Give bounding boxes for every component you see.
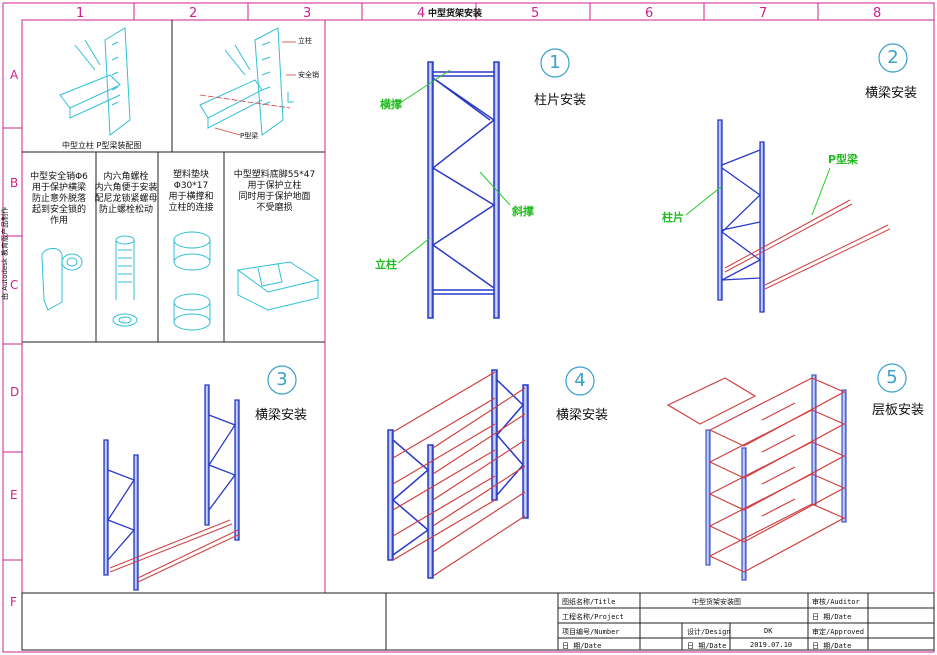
assembly-leaders (199, 41, 296, 136)
tb-auditor-date-label: 日 期/Date (812, 613, 852, 621)
callout-cross-brace: 横撑 (380, 98, 402, 111)
grid-row-b: B (10, 176, 19, 190)
assembly-caption: 中型立柱 P型梁装配图 (62, 141, 142, 150)
grid-row-a: A (10, 68, 19, 82)
tb-title-value: 中型货架安装图 (692, 598, 741, 606)
step1-title: 柱片安装 (534, 93, 587, 108)
title-block-grid (21, 592, 935, 651)
assembly-sketch-right (199, 27, 284, 136)
tb-design-label: 设计/Design (687, 628, 731, 636)
step2-number: 2 (887, 47, 899, 68)
plastic-pad-part (173, 231, 211, 331)
tb-project-label: 工程名称/Project (562, 613, 624, 621)
step-circles (267, 43, 908, 396)
tb-title-label: 图纸名称/Title (562, 598, 616, 606)
grid-col-8: 8 (873, 6, 882, 21)
safety-pin-part (41, 247, 83, 311)
step4-assembly (387, 369, 529, 579)
tb-approved-label: 审定/Approved (812, 628, 864, 636)
step2-leaders (685, 167, 831, 216)
vertical-watermark: 由 Autodesk 教育版产品制作 (1, 206, 9, 300)
tb-design-value: DK (764, 627, 773, 635)
step5-title: 层板安装 (872, 403, 925, 418)
callout-diagonal-brace: 斜撑 (512, 205, 534, 218)
hex-bolt-part (112, 235, 138, 327)
step2-title: 横梁安装 (865, 86, 918, 101)
tb-date-label: 日 期/Date (562, 642, 602, 650)
tb-approved-date-label: 日 期/Date (812, 642, 852, 650)
grid-col-6: 6 (645, 6, 654, 21)
tb-auditor-label: 审核/Auditor (812, 598, 860, 606)
step4-number: 4 (574, 370, 586, 391)
step1-leaders (397, 69, 511, 264)
step3-beams (109, 519, 241, 583)
header-fragment: 中型货架安装 (428, 9, 483, 19)
label-safety-pin: 安全销 (298, 71, 319, 79)
plastic-foot-part (236, 261, 320, 311)
assembly-sketch-left (59, 27, 131, 136)
step3-number: 3 (276, 369, 288, 390)
step3-assembly (103, 384, 240, 591)
step3-title: 横梁安装 (255, 408, 308, 423)
tb-design-date-label: 日 期/Date (687, 642, 727, 650)
grid-row-e: E (10, 488, 18, 502)
grid-row-d: D (10, 385, 20, 399)
part-hex-bolt-text: 内六角螺栓内六角便于安装配尼龙锁紧螺母防止螺栓松动 (94, 172, 158, 215)
grid-col-7: 7 (759, 6, 768, 21)
step5-assembly (666, 374, 847, 581)
callout-upright: 立柱 (375, 258, 397, 271)
step1-upright-frame (427, 61, 500, 319)
callout-frame: 柱片 (662, 211, 684, 224)
grid-row-f: F (10, 595, 17, 609)
label-p-beam: P型梁 (240, 132, 259, 140)
tb-date-value: 2019.07.10 (750, 641, 793, 649)
step5-number: 5 (886, 367, 898, 388)
grid-col-2: 2 (189, 6, 198, 21)
tb-number-label: 项目编号/Number (562, 628, 620, 636)
grid-col-1: 1 (76, 6, 85, 21)
step1-number: 1 (549, 52, 561, 73)
grid-row-c: C (10, 278, 19, 292)
grid-col-5: 5 (531, 6, 540, 21)
label-upright: 立柱 (298, 37, 312, 45)
step4-title: 横梁安装 (556, 408, 609, 423)
grid-col-4: 4 (417, 6, 426, 21)
safety-pin-sketch (287, 92, 294, 103)
step2-assembly (717, 119, 765, 313)
callout-p-beam: P型梁 (828, 153, 859, 166)
step2-beams (724, 199, 891, 290)
grid-col-3: 3 (303, 6, 312, 21)
